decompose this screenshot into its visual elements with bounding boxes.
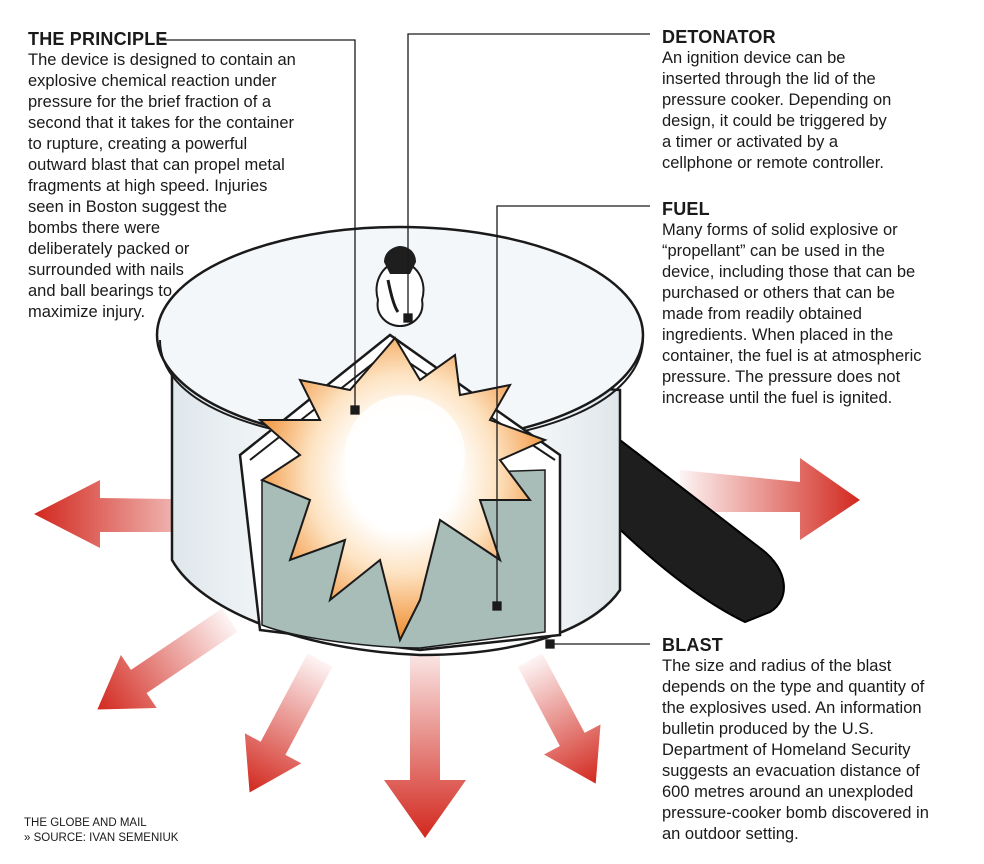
blast-callout: BLAST The size and radius of the blast d… xyxy=(662,634,982,845)
principle-line: The device is designed to contain an xyxy=(28,51,296,69)
detonator-line: pressure cooker. Depending on xyxy=(662,91,892,109)
detonator-callout: DETONATOR An ignition device can be inse… xyxy=(662,26,982,174)
principle-line: seen in Boston suggest the xyxy=(28,198,228,216)
blast-line: 600 metres around an unexploded xyxy=(662,783,914,801)
fuel-line: ingredients. When placed in the xyxy=(662,326,894,344)
source-credit: » SOURCE: IVAN SEMENIUK xyxy=(24,832,179,844)
principle-heading: THE PRINCIPLE xyxy=(28,29,168,49)
principle-line: bombs there were xyxy=(28,219,161,237)
principle-line: maximize injury. xyxy=(28,303,146,321)
marker-principle xyxy=(350,405,360,415)
publisher-name: THE GLOBE AND MAIL xyxy=(24,817,147,829)
arrow-right xyxy=(680,458,860,540)
detonator-line: design, it could be triggered by xyxy=(662,112,887,130)
principle-line: and ball bearings to xyxy=(28,282,173,300)
detonator-heading: DETONATOR xyxy=(662,27,776,47)
principle-callout: THE PRINCIPLE The device is designed to … xyxy=(28,28,358,323)
arrow-lower-left xyxy=(97,608,238,710)
detonator-line: inserted through the lid of the xyxy=(662,70,876,88)
principle-line: fragments at high speed. Injuries xyxy=(28,177,268,195)
blast-line: suggests an evacuation distance of xyxy=(662,762,920,780)
arrow-lower-right xyxy=(517,653,601,784)
principle-line: pressure for the brief fraction of a xyxy=(28,93,272,111)
fuel-line: device, including those that can be xyxy=(662,263,916,281)
arrow-lower-left-2 xyxy=(244,653,333,793)
explosion-burst xyxy=(257,336,548,643)
fuel-line: pressure. The pressure does not xyxy=(662,368,901,386)
principle-line: deliberately packed or xyxy=(28,240,190,258)
blast-line: The size and radius of the blast xyxy=(662,657,892,675)
blast-line: an outdoor setting. xyxy=(662,825,799,843)
principle-line: second that it takes for the container xyxy=(28,114,294,132)
principle-text: The device is designed to contain an exp… xyxy=(28,50,358,323)
detonator-line: a timer or activated by a xyxy=(662,133,839,151)
fuel-line: purchased or others that can be xyxy=(662,284,895,302)
blast-line: bulletin produced by the U.S. xyxy=(662,720,874,738)
marker-fuel xyxy=(492,601,502,611)
blast-line: pressure-cooker bomb discovered in xyxy=(662,804,929,822)
fuel-line: increase until the fuel is ignited. xyxy=(662,389,893,407)
blast-text: The size and radius of the blast depends… xyxy=(662,656,982,845)
detonator-text: An ignition device can be inserted throu… xyxy=(662,48,982,174)
credit-line: THE GLOBE AND MAIL » SOURCE: IVAN SEMENI… xyxy=(24,816,178,846)
fuel-text: Many forms of solid explosive or “propel… xyxy=(662,220,982,409)
arrow-down xyxy=(384,640,466,838)
blast-line: depends on the type and quantity of xyxy=(662,678,925,696)
detonator-line: An ignition device can be xyxy=(662,49,846,67)
principle-line: to rupture, creating a powerful xyxy=(28,135,248,153)
marker-blast xyxy=(545,639,555,649)
blast-heading: BLAST xyxy=(662,635,723,655)
principle-line: outward blast that can propel metal xyxy=(28,156,285,174)
fuel-line: Many forms of solid explosive or xyxy=(662,221,898,239)
leader-lines xyxy=(160,33,650,649)
leader-principle xyxy=(160,39,356,410)
leader-detonator xyxy=(407,33,650,318)
principle-line: surrounded with nails xyxy=(28,261,184,279)
marker-detonator xyxy=(403,313,413,323)
fuel-line: “propellant” can be used in the xyxy=(662,242,885,260)
blast-line: Department of Homeland Security xyxy=(662,741,911,759)
detonator-line: cellphone or remote controller. xyxy=(662,154,884,172)
fuel-callout: FUEL Many forms of solid explosive or “p… xyxy=(662,198,982,409)
leader-fuel xyxy=(496,205,650,606)
fuel-line: container, the fuel is at atmospheric xyxy=(662,347,922,365)
fuel-heading: FUEL xyxy=(662,199,710,219)
principle-line: explosive chemical reaction under xyxy=(28,72,277,90)
blast-line: the explosives used. An information xyxy=(662,699,922,717)
fuel-line: made from readily obtained xyxy=(662,305,862,323)
